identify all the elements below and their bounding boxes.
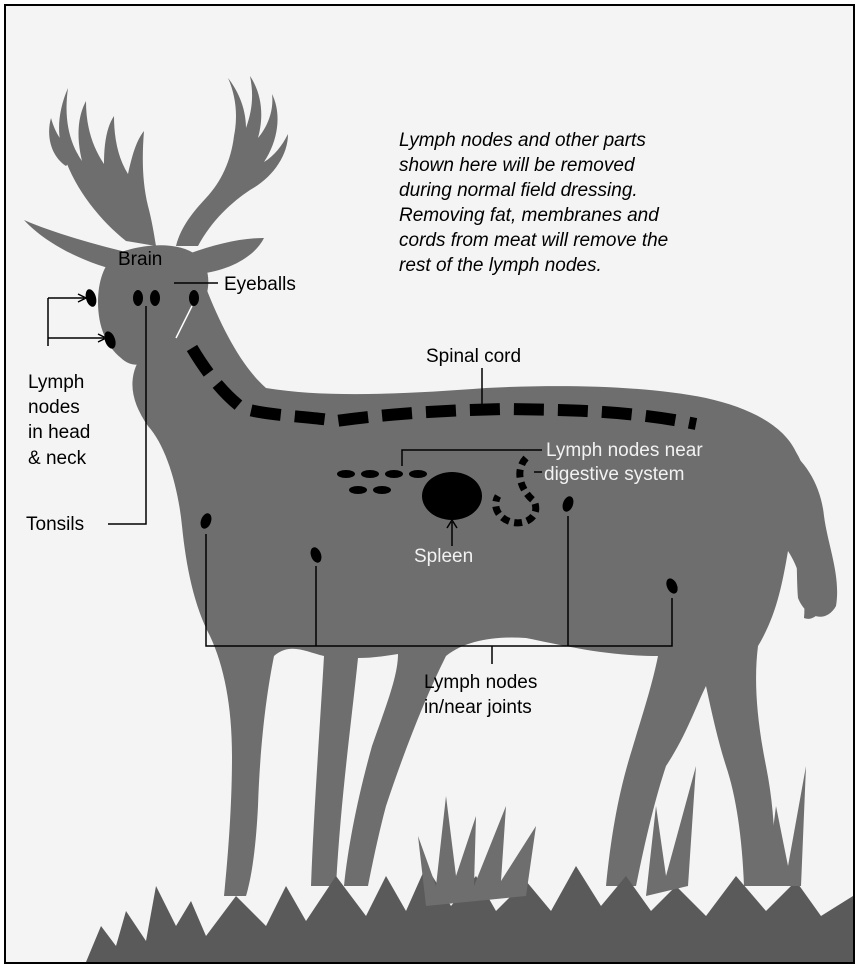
antler-left xyxy=(59,88,156,246)
label-brain: Brain xyxy=(118,249,162,270)
note-line-6: rest of the lymph nodes. xyxy=(399,255,602,276)
digestive-node-1 xyxy=(337,470,355,478)
note-line-2: shown here will be removed xyxy=(399,155,636,176)
label-head-neck-1: Lymph xyxy=(28,372,84,393)
digestive-node-6 xyxy=(373,486,391,494)
note-line-1: Lymph nodes and other parts xyxy=(399,130,646,151)
label-joints-1: Lymph nodes xyxy=(424,672,537,693)
note-line-3: during normal field dressing. xyxy=(399,180,638,201)
label-digestive-2: digestive system xyxy=(544,464,684,485)
diagram-frame: Lymph nodes and other parts shown here w… xyxy=(4,4,855,964)
note-line-4: Removing fat, membranes and xyxy=(399,205,660,226)
note-line-5: cords from meat will remove the xyxy=(399,230,668,251)
deer-diagram: Lymph nodes and other parts shown here w… xyxy=(6,6,853,962)
spleen-marker xyxy=(422,472,482,520)
label-head-neck-3: in head xyxy=(28,422,90,443)
digestive-node-2 xyxy=(361,470,379,478)
label-head-neck-2: nodes xyxy=(28,397,80,418)
eyeball-left xyxy=(133,290,143,306)
digestive-node-4 xyxy=(409,470,427,478)
label-head-neck-4: & neck xyxy=(28,448,87,469)
eyeball-right xyxy=(150,290,160,306)
label-spinal-cord: Spinal cord xyxy=(426,346,521,367)
label-spleen: Spleen xyxy=(414,546,473,567)
label-eyeballs: Eyeballs xyxy=(224,274,296,295)
digestive-node-5 xyxy=(349,486,367,494)
head-neck-bracket xyxy=(48,298,104,346)
label-tonsils: Tonsils xyxy=(26,514,84,535)
tonsil xyxy=(189,290,199,306)
body xyxy=(132,288,826,896)
antler-right xyxy=(176,76,288,246)
label-digestive-1: Lymph nodes near xyxy=(546,440,703,461)
digestive-node-3 xyxy=(385,470,403,478)
label-joints-2: in/near joints xyxy=(424,697,532,718)
